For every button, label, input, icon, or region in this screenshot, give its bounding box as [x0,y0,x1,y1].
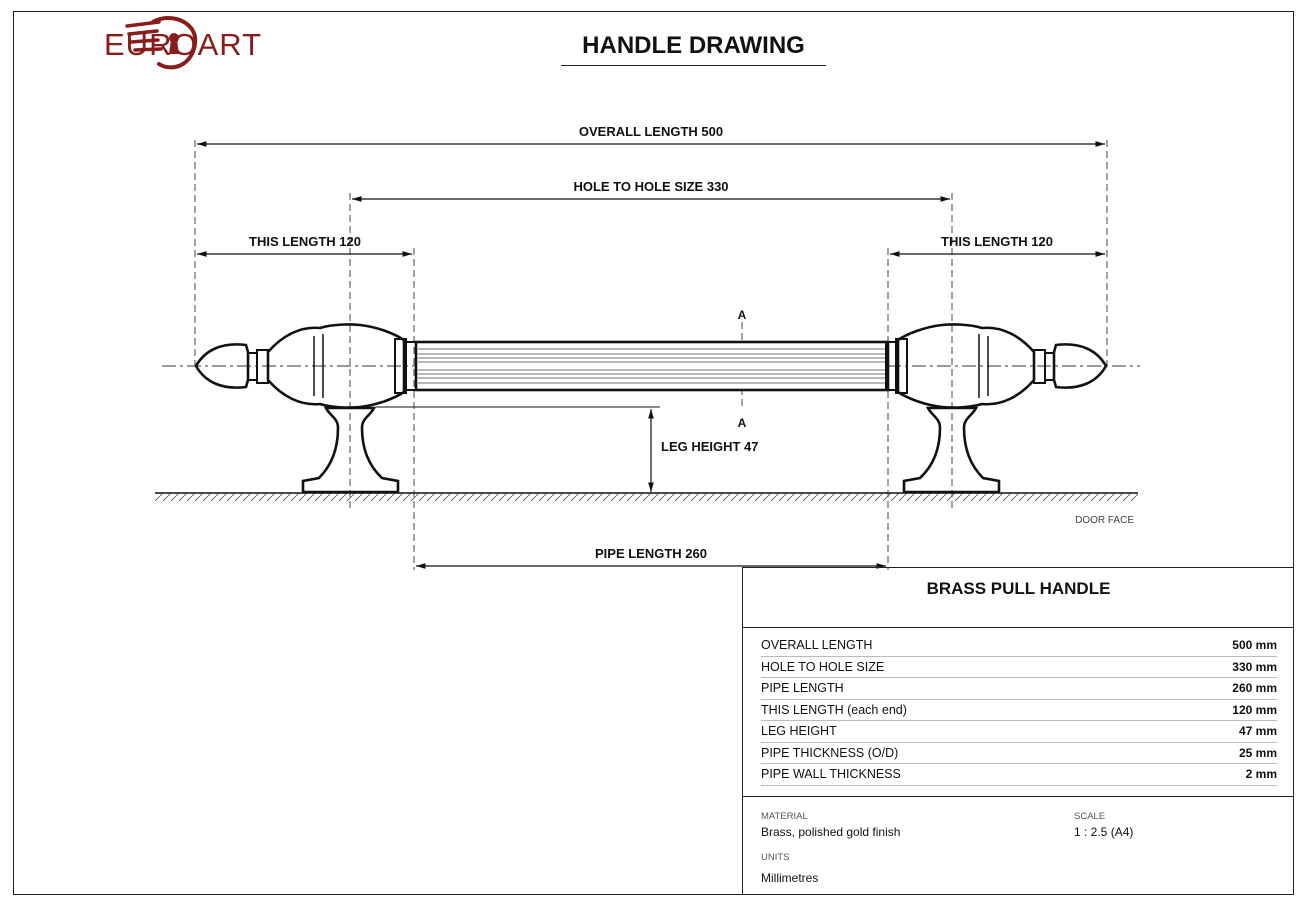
material-label: MATERIAL [761,811,808,822]
left-end-length-label: THIS LENGTH 120 [249,234,361,249]
brand-name: EUROART [104,27,263,62]
spec-row-value: 25 mm [1155,742,1277,764]
dimension-lines [197,141,1105,569]
speed-line-3 [129,38,160,44]
keyhole-lock-icon [125,16,198,70]
pipe-length-label: PIPE LENGTH 260 [595,546,707,561]
spec-row-value: 330 mm [1155,656,1277,678]
spec-title: BRASS PULL HANDLE [743,568,1294,628]
section-marker-top: A [738,308,747,322]
spec-row-label: OVERALL LENGTH [761,635,1156,657]
section-marker-bottom: A [738,416,747,430]
spec-row-value: 120 mm [1155,699,1277,721]
material-value: Brass, polished gold finish [761,825,901,839]
spec-row: PIPE THICKNESS (O/D)25 mm [761,742,1277,764]
left-end-cap [194,323,418,494]
spec-row-value: 260 mm [1155,677,1277,700]
scale-label: SCALE [1074,811,1106,822]
hole-to-hole-label: HOLE TO HOLE SIZE 330 [573,179,728,194]
spec-row-label: HOLE TO HOLE SIZE [761,656,1156,678]
speed-line-4 [133,47,163,52]
units-value: Millimetres [761,871,819,885]
spec-row: THIS LENGTH (each end)120 mm [761,699,1277,721]
door-face-label: DOOR FACE [1075,515,1134,526]
units-label: UNITS [761,852,790,863]
euroart-logo [125,16,198,70]
spec-row-value: 500 mm [1155,635,1277,657]
spec-row-value: 47 mm [1155,720,1277,743]
right-end-length-label: THIS LENGTH 120 [941,234,1053,249]
spec-footer: MATERIAL Brass, polished gold finish SCA… [743,796,1294,897]
drawing-sheet-border [13,11,1294,895]
spec-row-label: THIS LENGTH (each end) [761,699,1156,721]
spec-row-label: PIPE THICKNESS (O/D) [761,742,1156,764]
leg-height-label: LEG HEIGHT 47 [661,439,759,454]
spec-row-value: 2 mm [1155,763,1277,786]
spec-row-label: PIPE WALL THICKNESS [761,763,1156,786]
lock-ring [151,16,198,70]
scale-value: 1 : 2.5 (A4) [1074,825,1134,839]
overall-length-label: OVERALL LENGTH 500 [579,124,723,139]
right-end-cap [884,323,1108,494]
door-face-hatch [155,493,1138,501]
pipe [414,340,890,392]
spec-row-label: PIPE LENGTH [761,677,1156,700]
page-title: HANDLE DRAWING [561,32,826,66]
keyhole-glyph [169,33,179,54]
spec-row-label: LEG HEIGHT [761,720,1156,743]
speed-line-2 [127,29,159,36]
